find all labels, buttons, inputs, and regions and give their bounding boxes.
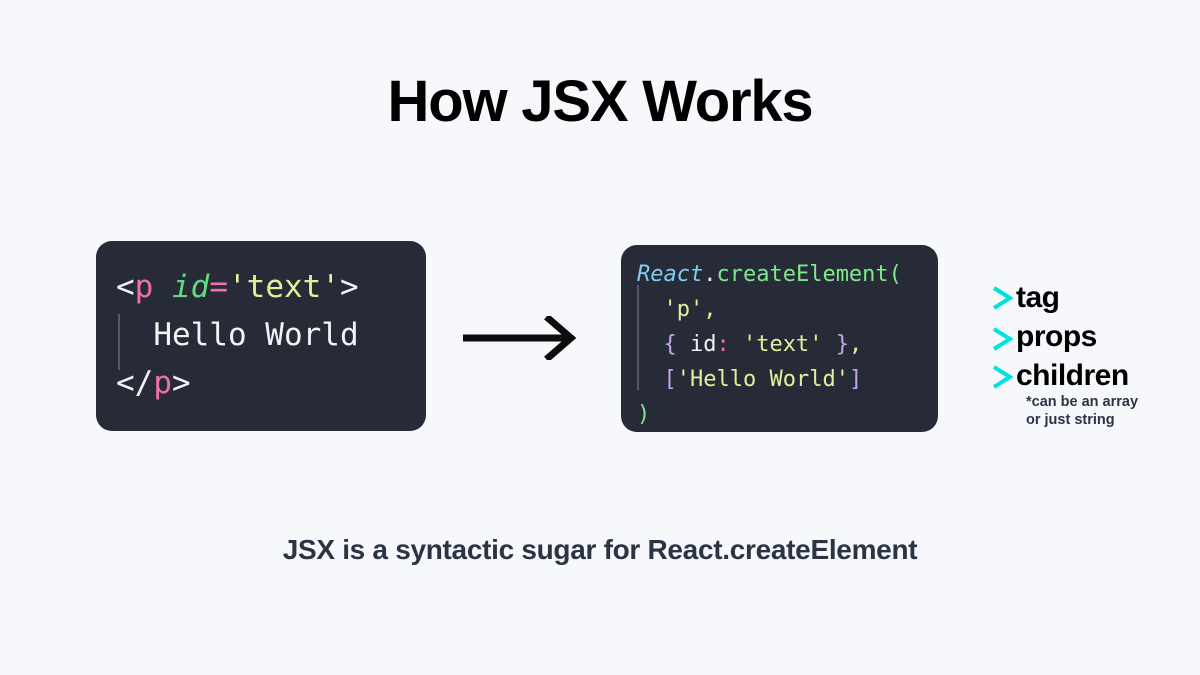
pointer-arrow-children <box>876 364 1014 390</box>
rce-code-line-2-tag: 'p', <box>637 292 922 327</box>
pointer-arrow-tag-icon <box>742 286 1014 310</box>
rce-brace-close: } <box>835 332 849 357</box>
pointer-arrow-children-icon <box>876 365 1014 389</box>
jsx-code-line-2: Hello World <box>116 311 406 359</box>
pointer-arrow-tag <box>742 285 1014 311</box>
jsx-closing-angle-open: </ <box>116 365 154 401</box>
pointer-arrow-props <box>876 326 1014 352</box>
rce-bracket-close: ] <box>848 367 863 392</box>
rce-dot: . <box>703 262 717 287</box>
pointer-arrow-props-icon <box>876 327 1014 351</box>
jsx-angle-open: < <box>116 269 135 305</box>
label-tag: tag <box>1016 281 1060 314</box>
rce-code-line-4-children: ['Hello World'] <box>637 362 922 397</box>
transform-arrow-icon <box>463 314 577 362</box>
transform-arrow <box>463 314 578 362</box>
jsx-space <box>153 269 172 305</box>
rce-tag-argument: 'p', <box>637 297 717 322</box>
rce-brace-open: { <box>637 332 690 357</box>
children-note: *can be an array or just string <box>1026 394 1139 428</box>
rce-code-line-3-props: { id: 'text' }, <box>637 327 922 362</box>
jsx-closing-angle-close: > <box>172 365 191 401</box>
rce-bracket-open: [ <box>637 367 677 392</box>
rce-code-line-1: React.createElement( <box>637 257 922 292</box>
rce-children-value: 'Hello World' <box>676 367 849 392</box>
rce-prop-colon: : <box>716 332 730 357</box>
page-caption: JSX is a syntactic sugar for React.creat… <box>282 534 918 565</box>
jsx-code-card: <p id='text'> Hello World </p> <box>96 241 426 431</box>
rce-code-line-5: ) <box>637 397 922 432</box>
rce-indent-guide <box>637 285 639 390</box>
jsx-text-content: Hello World <box>116 317 359 353</box>
jsx-attr-equals: = <box>209 269 229 305</box>
jsx-code-line-1: <p id='text'> <box>116 263 406 311</box>
jsx-attr-name: id <box>172 269 210 305</box>
rce-paren-open: ( <box>888 262 902 287</box>
rce-props-comma: , <box>848 332 863 357</box>
jsx-closing-tag-name: p <box>153 365 172 401</box>
jsx-tag-name: p <box>134 269 154 305</box>
rce-object-name: React <box>637 262 704 287</box>
rce-prop-key: id <box>689 332 717 357</box>
jsx-indent-guide <box>118 314 120 370</box>
rce-method-name: createElement <box>716 262 889 287</box>
label-props: props <box>1016 320 1097 353</box>
jsx-angle-close: > <box>340 269 359 305</box>
rce-paren-close: ) <box>637 402 651 427</box>
label-children: children <box>1016 359 1129 392</box>
react-createelement-card: React.createElement( 'p', { id: 'text' }… <box>621 245 938 432</box>
jsx-code-line-3: </p> <box>116 359 406 407</box>
rce-prop-value: 'text' <box>729 332 836 357</box>
jsx-attr-value: 'text' <box>228 269 340 305</box>
page-title: How JSX Works <box>387 69 814 134</box>
